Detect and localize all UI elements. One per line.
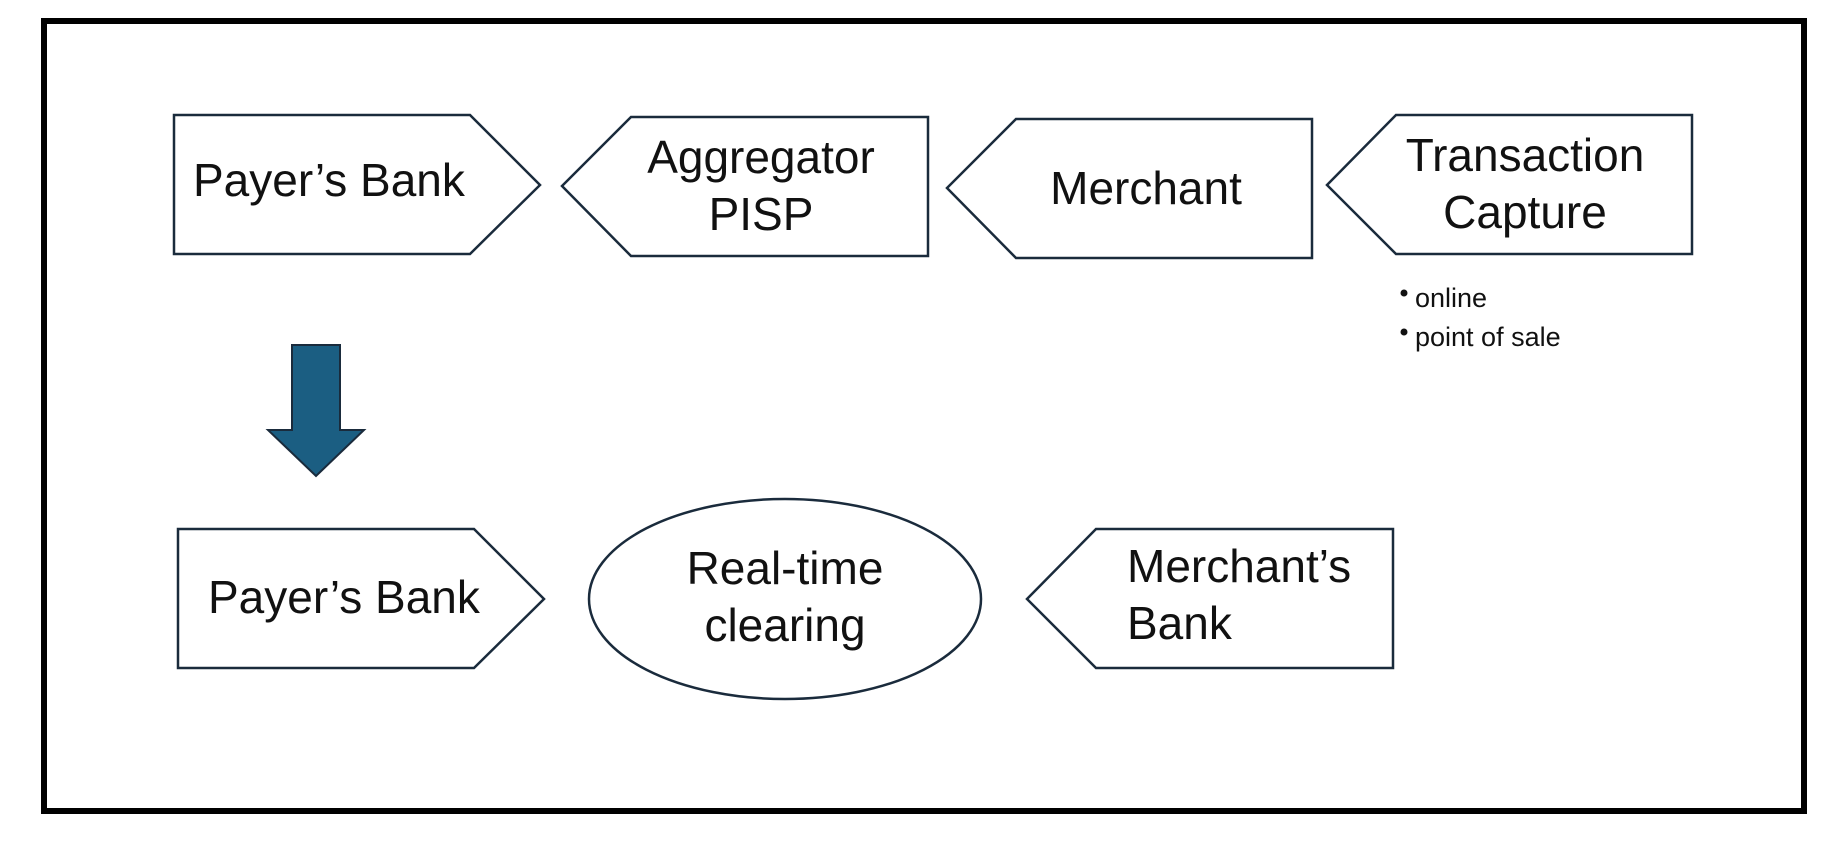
payers-bank-shape-top <box>172 113 542 256</box>
capture-method-point-of-sale: point of sale <box>1415 322 1561 352</box>
payers-bank-node-bottom: Payer’s Bank <box>176 527 546 670</box>
real-time-clearing-node: Real-time clearing <box>587 497 983 701</box>
payers-bank-shape-bottom <box>176 527 546 670</box>
transaction-capture-shape <box>1325 113 1694 256</box>
diagram-frame <box>41 18 1807 814</box>
payers-bank-node-top: Payer’s Bank <box>172 113 542 256</box>
aggregator-label-line1: Aggregator <box>647 131 875 183</box>
merchants-bank-label-line1: Merchant’s <box>1127 540 1351 592</box>
transaction-capture-node: Transaction Capture <box>1325 113 1694 256</box>
aggregator-label-line2: PISP <box>709 188 814 240</box>
merchants-bank-node: Merchant’s Bank <box>1025 527 1395 670</box>
merchants-bank-label-line2: Bank <box>1127 597 1233 649</box>
capture-method-online: online <box>1415 283 1487 313</box>
aggregator-shape <box>560 115 930 258</box>
payers-bank-label-bottom: Payer’s Bank <box>208 571 481 623</box>
down-arrow-icon <box>265 344 367 478</box>
merchant-node: Merchant <box>945 117 1314 260</box>
merchant-shape <box>945 117 1314 260</box>
merchant-label: Merchant <box>1050 162 1242 214</box>
payers-bank-label-top: Payer’s Bank <box>193 154 466 206</box>
bullet-icon <box>1400 289 1408 297</box>
capture-methods-list: online point of sale <box>1400 283 1561 352</box>
aggregator-node: Aggregator PISP <box>560 115 930 258</box>
bullet-icon <box>1400 328 1408 336</box>
real-time-clearing-shape <box>587 497 983 701</box>
transaction-capture-label-line1: Transaction <box>1406 129 1645 181</box>
merchants-bank-shape <box>1025 527 1395 670</box>
transaction-capture-label-line2: Capture <box>1443 186 1607 238</box>
real-time-clearing-label-line2: clearing <box>704 599 865 651</box>
real-time-clearing-label-line1: Real-time <box>687 542 884 594</box>
